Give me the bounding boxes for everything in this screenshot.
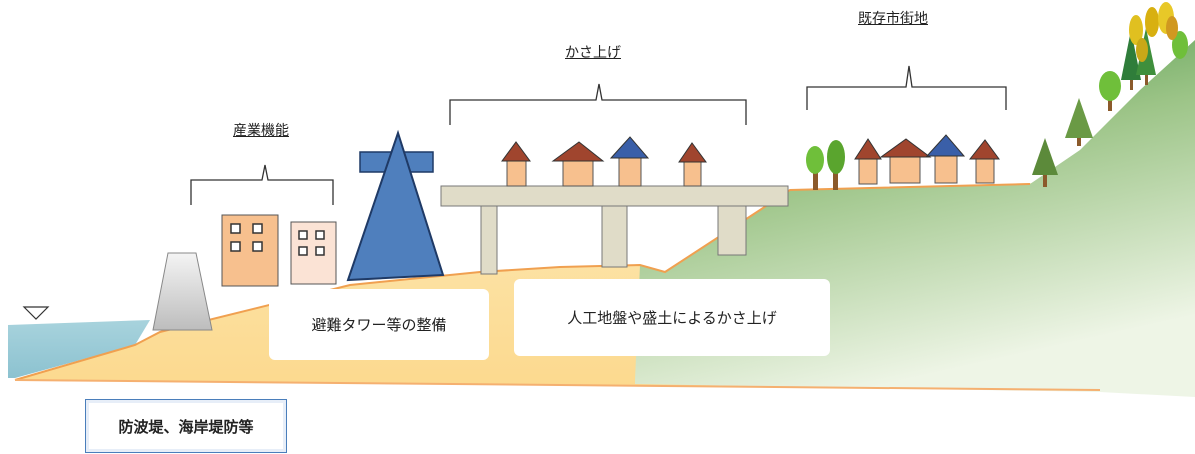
- sea: [8, 320, 150, 378]
- existing-town-label: 既存市街地: [858, 11, 928, 27]
- house: [925, 134, 966, 184]
- house: [501, 141, 531, 187]
- seawall-legend-box: 防波堤、海岸堤防等: [85, 399, 287, 453]
- raising-method-box: 人工地盤や盛土によるかさ上げ: [514, 279, 830, 356]
- office-building-2: [290, 221, 337, 285]
- raising-bracket: [449, 83, 747, 125]
- house: [609, 136, 650, 187]
- house: [879, 138, 932, 184]
- raising-label: かさ上げ: [565, 45, 621, 61]
- elevated-deck: [440, 185, 789, 275]
- tree-icon: [1032, 138, 1058, 187]
- water-level-marker-icon: [22, 306, 50, 320]
- tree-icon: [1065, 98, 1093, 146]
- house: [678, 142, 707, 187]
- tree-icon: [806, 140, 845, 190]
- tree-icon: [1121, 2, 1188, 90]
- existing-town-bracket: [806, 65, 1007, 110]
- house: [968, 139, 1000, 184]
- industry-label: 産業機能: [233, 123, 289, 139]
- evacuation-tower-box: 避難タワー等の整備: [269, 289, 489, 360]
- industry-bracket: [190, 164, 334, 205]
- seawall: [152, 252, 213, 331]
- house: [854, 138, 882, 185]
- tree-icon: [1099, 71, 1121, 111]
- house: [551, 141, 605, 187]
- office-building-1: [221, 214, 279, 287]
- evacuation-tower: [346, 129, 445, 282]
